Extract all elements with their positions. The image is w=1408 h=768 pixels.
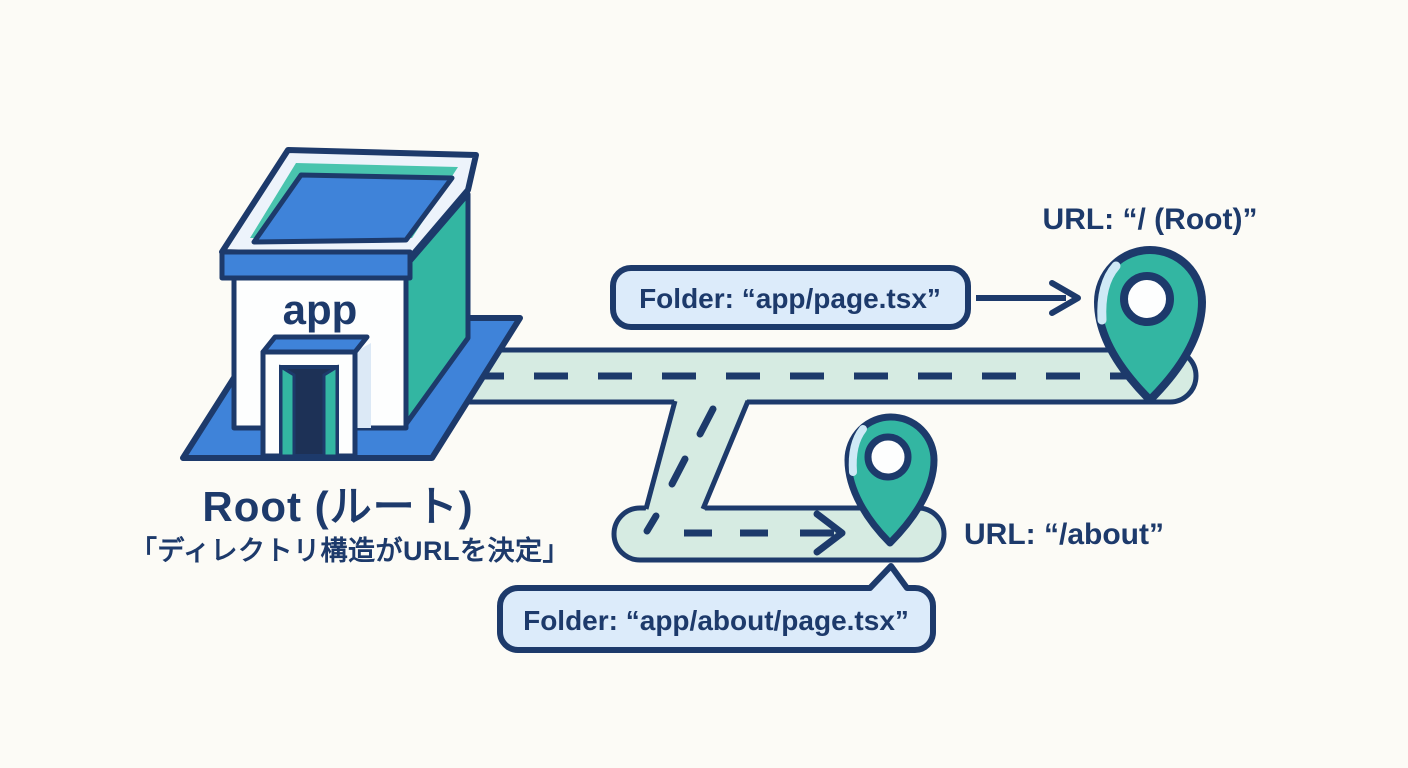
folder-about-label: Folder: “app/about/page.tsx”	[497, 563, 936, 653]
app-sign-label: app	[283, 286, 358, 333]
pin-highlight	[1097, 261, 1121, 325]
main-road	[455, 347, 1199, 405]
map-pin-about-icon	[844, 413, 938, 547]
main-road-surface	[455, 347, 1199, 405]
door-reveal-right	[322, 364, 339, 458]
root-subtitle: 「ディレクトリ構造がURLを決定」	[130, 535, 570, 566]
branch-road-left-edge	[643, 400, 678, 510]
folder-about-text: Folder: “app/about/page.tsx”	[523, 605, 909, 636]
branch-road-right-edge	[700, 400, 751, 510]
map-pin-root-icon	[1094, 246, 1206, 404]
building-roof-window	[251, 172, 455, 245]
folder-root-text: Folder: “app/page.tsx”	[639, 283, 941, 314]
about-road-surface	[611, 505, 947, 563]
folder-root-box	[610, 265, 971, 330]
about-road-dashed-arrow-icon	[643, 510, 846, 556]
door-shadow	[355, 343, 371, 428]
app-building-illustration: app	[180, 147, 523, 461]
branch-dash	[668, 455, 689, 488]
folder-about-bubble	[497, 563, 936, 653]
url-about-label: URL: “/about”	[964, 518, 1164, 551]
folder-root-label: Folder: “app/page.tsx”	[610, 265, 971, 330]
branch-dash	[696, 405, 717, 438]
pin-highlight	[848, 425, 867, 476]
about-road	[611, 505, 947, 563]
building-fascia	[219, 249, 413, 281]
branch-road	[643, 397, 751, 513]
arrow-root-icon	[976, 280, 1081, 316]
door-reveal-left	[279, 364, 296, 458]
root-title: Root (ルート)	[202, 483, 473, 530]
url-root-label: URL: “/ (Root)”	[1043, 203, 1258, 236]
